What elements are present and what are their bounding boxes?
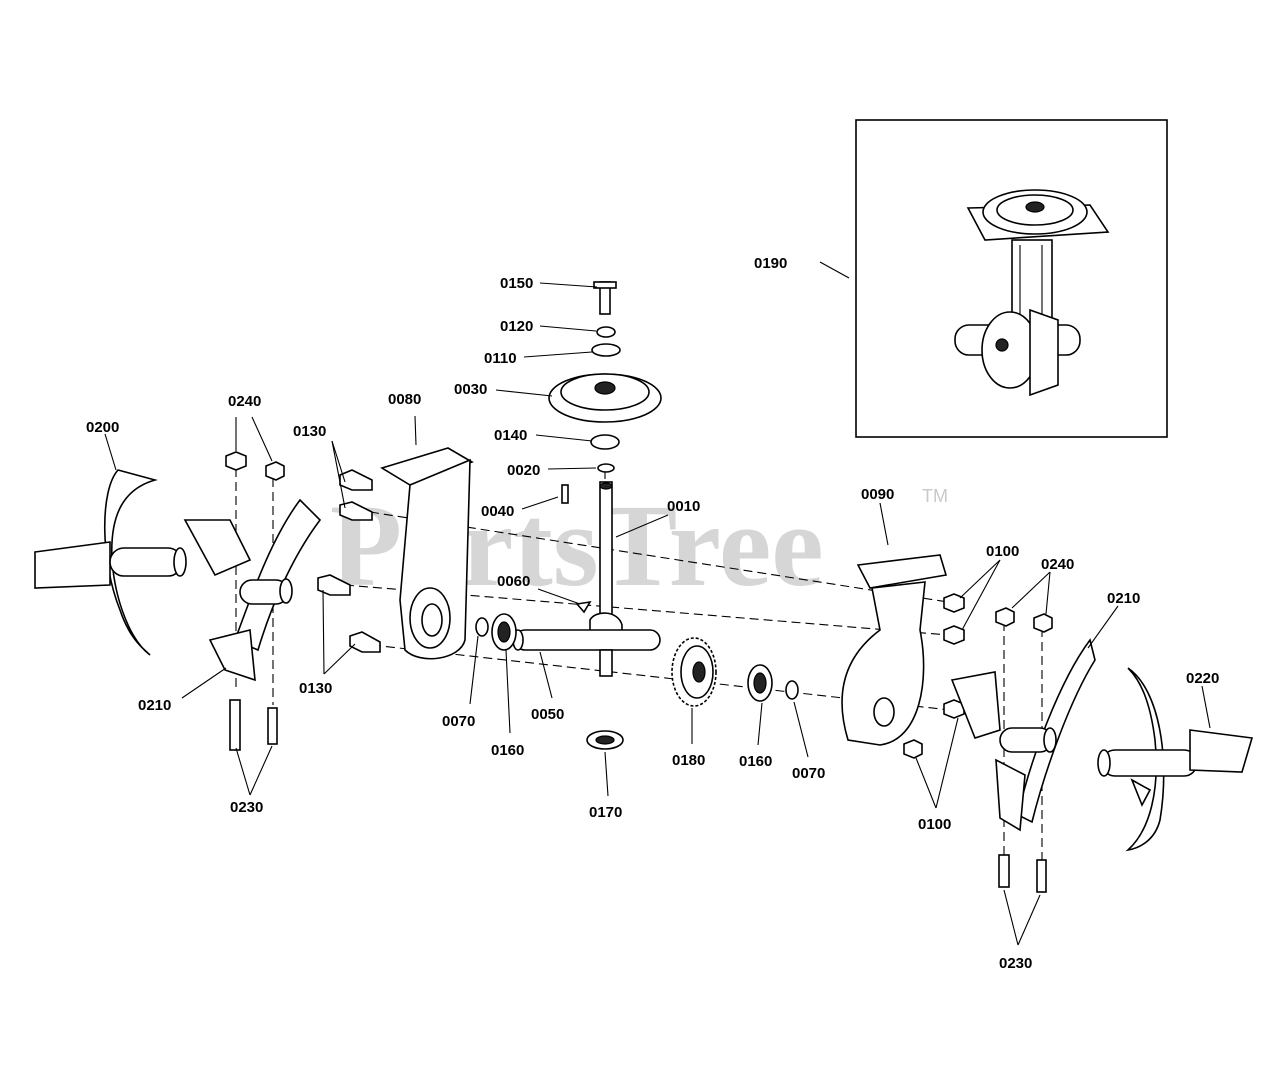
callout-0240-left[interactable]: 0240 xyxy=(228,393,261,410)
callout-0070-right[interactable]: 0070 xyxy=(792,765,825,782)
callout-0160-left[interactable]: 0160 xyxy=(491,742,524,759)
callout-0130-top[interactable]: 0130 xyxy=(293,423,326,440)
cross-shaft-0050 xyxy=(512,629,661,677)
callout-0060[interactable]: 0060 xyxy=(497,573,530,590)
callout-0020[interactable]: 0020 xyxy=(507,462,540,479)
callout-0210-right[interactable]: 0210 xyxy=(1107,590,1140,607)
tine-assembly-0220 xyxy=(1097,667,1254,852)
tine-assembly-0210-right xyxy=(950,638,1096,832)
callout-0090[interactable]: 0090 xyxy=(861,486,894,503)
callout-0130-bottom[interactable]: 0130 xyxy=(299,680,332,697)
callout-0210-left[interactable]: 0210 xyxy=(138,697,171,714)
callout-0110[interactable]: 0110 xyxy=(484,350,517,367)
callout-0230-right[interactable]: 0230 xyxy=(999,955,1032,972)
housing-half-0090 xyxy=(841,554,948,746)
transmission-assembly-illustration xyxy=(954,189,1110,397)
housing-half-0080 xyxy=(380,447,474,660)
callout-0240-right[interactable]: 0240 xyxy=(1041,556,1074,573)
callout-0070-left[interactable]: 0070 xyxy=(442,713,475,730)
callout-0140[interactable]: 0140 xyxy=(494,427,527,444)
callout-0100-bottom[interactable]: 0100 xyxy=(918,816,951,833)
callout-0220[interactable]: 0220 xyxy=(1186,670,1219,687)
callout-0190[interactable]: 0190 xyxy=(754,255,787,272)
callout-0120[interactable]: 0120 xyxy=(500,318,533,335)
callout-0180[interactable]: 0180 xyxy=(672,752,705,769)
callout-0050[interactable]: 0050 xyxy=(531,706,564,723)
hardware-right xyxy=(903,593,1053,893)
hardware-left xyxy=(225,451,381,751)
bearings-rings xyxy=(475,613,799,750)
callout-0170[interactable]: 0170 xyxy=(589,804,622,821)
callout-0200[interactable]: 0200 xyxy=(86,419,119,436)
callout-0100-top[interactable]: 0100 xyxy=(986,543,1019,560)
callout-0080[interactable]: 0080 xyxy=(388,391,421,408)
gear-0180 xyxy=(671,637,717,707)
callout-0030[interactable]: 0030 xyxy=(454,381,487,398)
tine-assembly-0210-left xyxy=(183,498,322,682)
leader-lines xyxy=(104,261,1211,946)
callout-0160-right[interactable]: 0160 xyxy=(739,753,772,770)
callout-0010[interactable]: 0010 xyxy=(667,498,700,515)
callout-0040[interactable]: 0040 xyxy=(481,503,514,520)
assembly-inset-frame xyxy=(855,119,1168,438)
callout-0230-left[interactable]: 0230 xyxy=(230,799,263,816)
tine-assembly-0200 xyxy=(34,469,187,656)
callout-0150[interactable]: 0150 xyxy=(500,275,533,292)
watermark-trademark: TM xyxy=(922,486,948,506)
